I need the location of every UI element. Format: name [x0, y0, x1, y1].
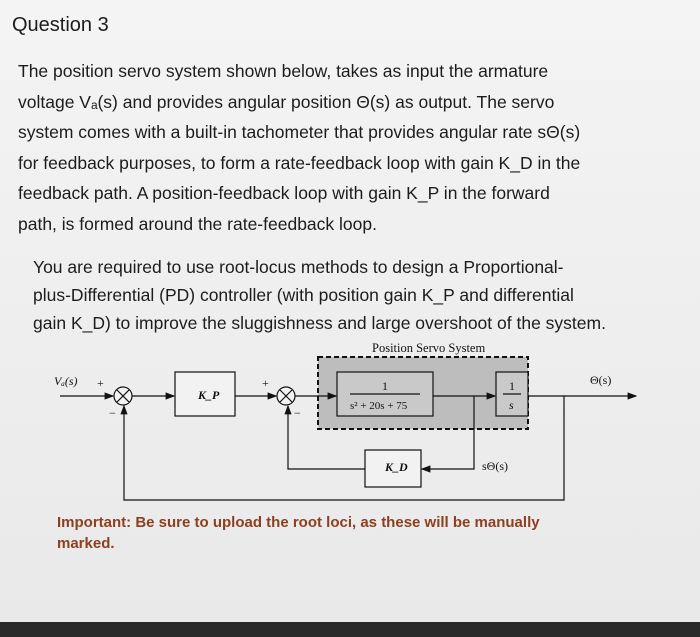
output-label: Θ(s)	[590, 373, 611, 387]
text-line: The position servo system shown below, t…	[18, 61, 549, 81]
text-line: You are required to use root-locus metho…	[33, 257, 564, 277]
kp-label: K_P	[197, 388, 220, 402]
plus-sign: +	[97, 376, 104, 390]
text-line: feedback path. A position-feedback loop …	[18, 183, 550, 203]
plant-numerator: 1	[382, 379, 388, 393]
screen-bezel	[0, 622, 700, 637]
problem-description: The position servo system shown below, t…	[18, 56, 580, 239]
question-title: Question 3	[12, 14, 109, 36]
text-line: voltage Vₐ(s) and provides angular posit…	[18, 91, 555, 112]
kp-block	[174, 371, 236, 417]
text-line: gain K_D) to improve the sluggishness an…	[33, 313, 606, 333]
text-line: for feedback purposes, to form a rate-fe…	[18, 152, 581, 173]
plus-sign: +	[262, 376, 269, 390]
task-description: You are required to use root-locus metho…	[33, 253, 606, 337]
input-label: Vₐ(s)	[54, 374, 78, 388]
plant-denominator: s² + 20s + 75	[350, 400, 408, 412]
important-note: Important: Be sure to upload the root lo…	[57, 512, 540, 554]
summing-junction-2	[276, 386, 296, 406]
summing-junction-1	[113, 386, 133, 406]
servo-system-label: Position Servo System	[372, 341, 485, 355]
page	[0, 0, 700, 622]
rate-signal-label: sΘ(s)	[482, 459, 508, 473]
kd-block	[364, 449, 422, 488]
text-line: system comes with a built-in tachometer …	[18, 122, 581, 142]
text-line: Important: Be sure to upload the root lo…	[57, 514, 540, 531]
integrator-denominator: s	[509, 398, 514, 412]
text-line: marked.	[57, 535, 115, 552]
minus-sign: −	[109, 406, 116, 420]
integrator-numerator: 1	[509, 379, 515, 393]
kd-label: K_D	[384, 460, 408, 474]
text-line: plus-Differential (PD) controller (with …	[33, 285, 574, 305]
minus-sign: −	[294, 406, 301, 420]
text-line: path, is formed around the rate-feedback…	[18, 213, 377, 234]
